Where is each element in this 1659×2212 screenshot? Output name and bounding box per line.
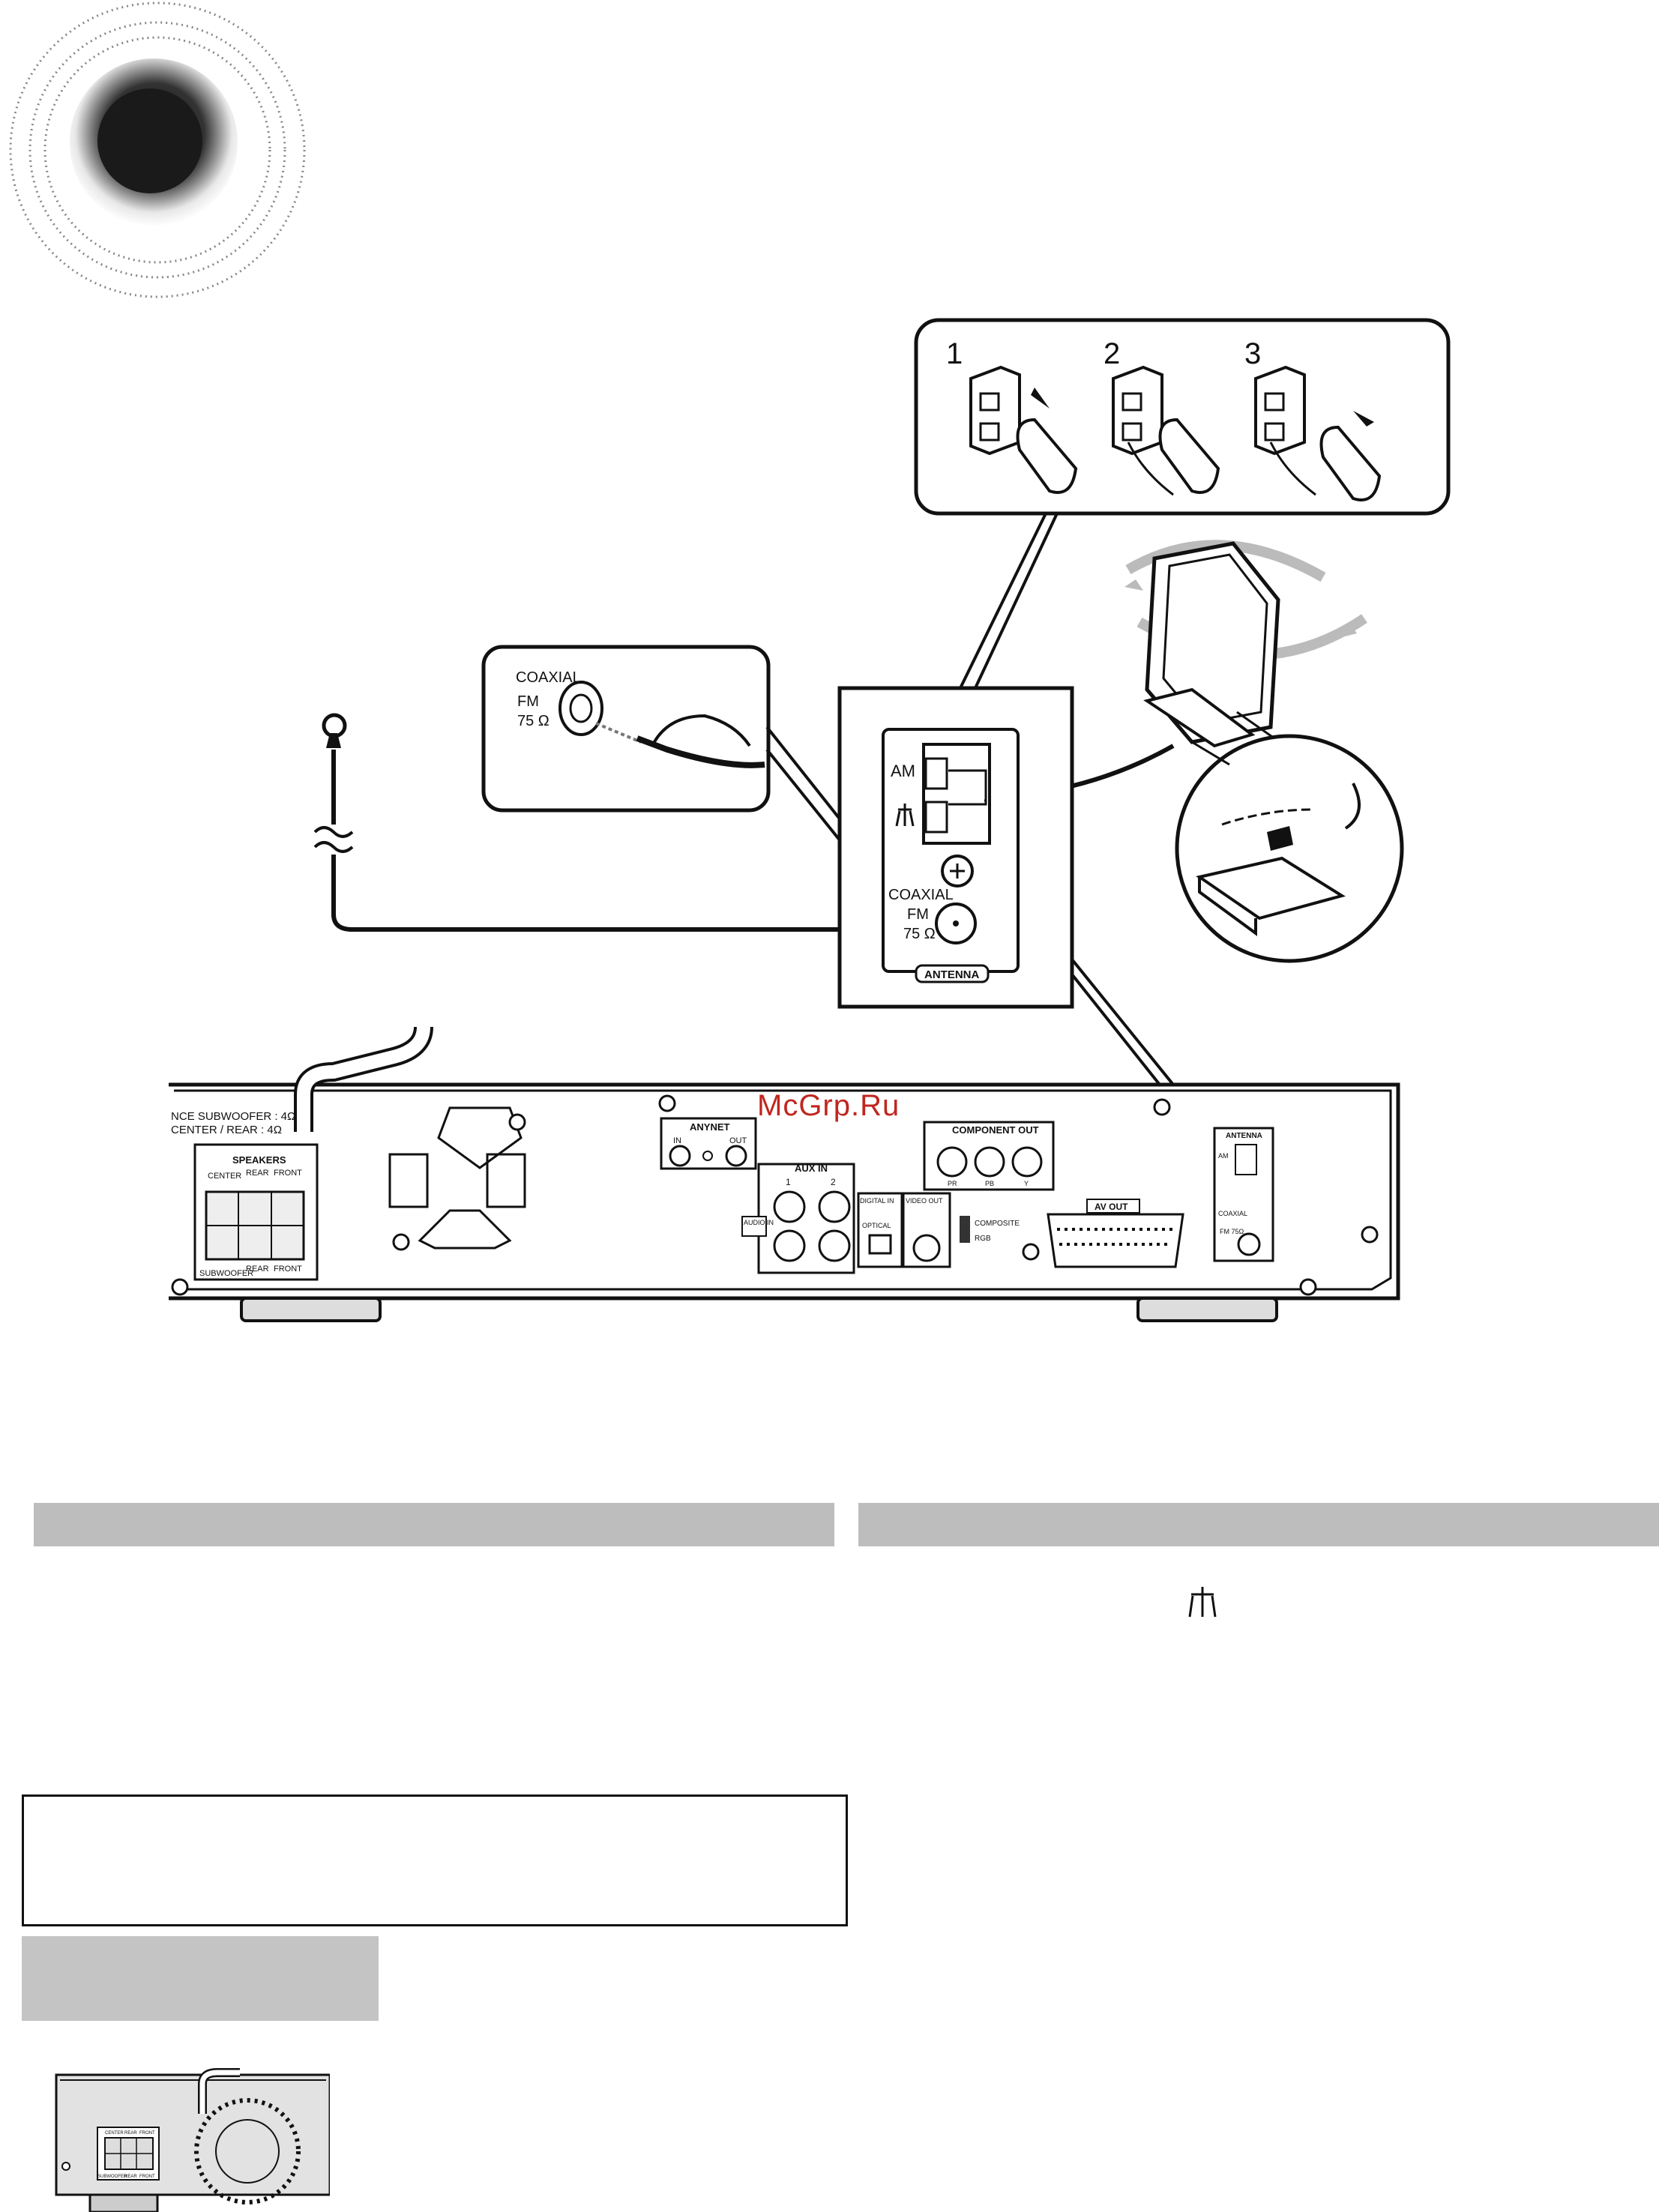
rear-panel-thumbnail: CENTER REAR FRONT SUBWOOFER REAR FRONT xyxy=(55,2068,330,2212)
impedance-line-1: NCE SUBWOOFER : 4Ω xyxy=(171,1110,295,1123)
composite-label: COMPOSITE xyxy=(975,1220,1020,1228)
video-out-label: VIDEO OUT xyxy=(906,1197,943,1205)
digital-in-label: DIGITAL IN xyxy=(860,1197,894,1205)
am-loop-antenna xyxy=(1124,540,1367,748)
rgb-label: RGB xyxy=(975,1235,991,1243)
rear-antenna-fm: FM 75Ω xyxy=(1220,1228,1244,1235)
rear-antenna-coaxial: COAXIAL xyxy=(1218,1210,1247,1217)
thumb-speaker-rear: REAR xyxy=(124,2131,137,2136)
speaker-bottom-subwoofer: SUBWOOFER xyxy=(199,1269,253,1278)
panel-antenna-label: ANTENNA xyxy=(924,968,979,981)
step-2-label: 2 xyxy=(1104,337,1120,370)
watermark: McGrp.Ru xyxy=(757,1089,900,1122)
av-out-title: AV OUT xyxy=(1095,1202,1128,1212)
speaker-top-center: CENTER xyxy=(208,1172,241,1181)
speaker-top-front: FRONT xyxy=(274,1169,302,1178)
speakers-title: SPEAKERS xyxy=(232,1154,286,1166)
aux-1-label: 1 xyxy=(786,1177,791,1187)
rear-antenna-title: ANTENNA xyxy=(1226,1132,1262,1140)
step-2-illustration: 2 xyxy=(1104,337,1220,496)
antenna-base-detail xyxy=(1175,734,1404,963)
antenna-connection-diagram: 1 2 3 C xyxy=(169,318,1451,1322)
aux-in-title: AUX IN xyxy=(795,1163,828,1174)
ground-symbol-icon xyxy=(895,804,915,827)
thumb-speaker-front-bottom: FRONT xyxy=(139,2175,155,2179)
ohm-label: 75 Ω xyxy=(517,713,550,729)
component-pb: PB xyxy=(985,1180,994,1187)
panel-am-label: AM xyxy=(891,762,915,780)
component-pr: PR xyxy=(948,1180,957,1187)
anynet-in: IN xyxy=(673,1136,681,1145)
fm-label: FM xyxy=(517,693,539,710)
ground-symbol-icon xyxy=(1188,1587,1217,1618)
speaker-bottom-front: FRONT xyxy=(274,1265,302,1274)
step-3-illustration: 3 xyxy=(1244,337,1382,501)
speaker-top-rear: REAR xyxy=(246,1169,269,1178)
speaker-bottom-rear: REAR xyxy=(246,1265,269,1274)
component-out-title: COMPONENT OUT xyxy=(952,1124,1039,1136)
anynet-out: OUT xyxy=(729,1136,747,1145)
coaxial-label: COAXIAL xyxy=(516,669,581,686)
anynet-title: ANYNET xyxy=(690,1121,730,1133)
rear-panel-unit: NCE SUBWOOFER : 4Ω CENTER / REAR : 4Ω SP… xyxy=(169,1026,1400,1322)
cooling-fan xyxy=(388,1106,526,1250)
step-1-label: 1 xyxy=(946,337,963,370)
thumb-speaker-front: FRONT xyxy=(139,2131,155,2136)
panel-ohm-label: 75 Ω xyxy=(903,926,936,942)
optical-label: OPTICAL xyxy=(862,1222,891,1229)
note-box xyxy=(22,1794,848,1926)
impedance-line-2: CENTER / REAR : 4Ω xyxy=(171,1124,282,1136)
section-bar-right xyxy=(858,1503,1659,1546)
audio-in-label: AUDIO IN xyxy=(744,1219,774,1226)
thumb-speaker-subwoofer: SUBWOOFER xyxy=(97,2175,127,2179)
highlight-box xyxy=(22,1936,379,2021)
digital-in-block xyxy=(857,1192,903,1268)
section-bar-left xyxy=(34,1503,834,1546)
composite-rgb-switch xyxy=(960,1216,970,1243)
fm-wire-antenna xyxy=(313,713,943,932)
fan-highlight-circle xyxy=(194,2098,301,2205)
aux-2-label: 2 xyxy=(831,1177,836,1187)
panel-coaxial-label: COAXIAL xyxy=(888,887,954,903)
scart-connector xyxy=(1047,1213,1184,1268)
thumb-speaker-center: CENTER xyxy=(105,2131,124,2136)
step-1-illustration: 1 xyxy=(946,337,1078,494)
component-y: Y xyxy=(1024,1180,1029,1187)
step-3-label: 3 xyxy=(1244,337,1261,370)
speaker-logo xyxy=(9,1,306,298)
panel-fm-label: FM xyxy=(907,906,929,923)
thumb-speaker-rear-bottom: REAR xyxy=(124,2175,137,2179)
rear-antenna-am: AM xyxy=(1218,1152,1229,1160)
